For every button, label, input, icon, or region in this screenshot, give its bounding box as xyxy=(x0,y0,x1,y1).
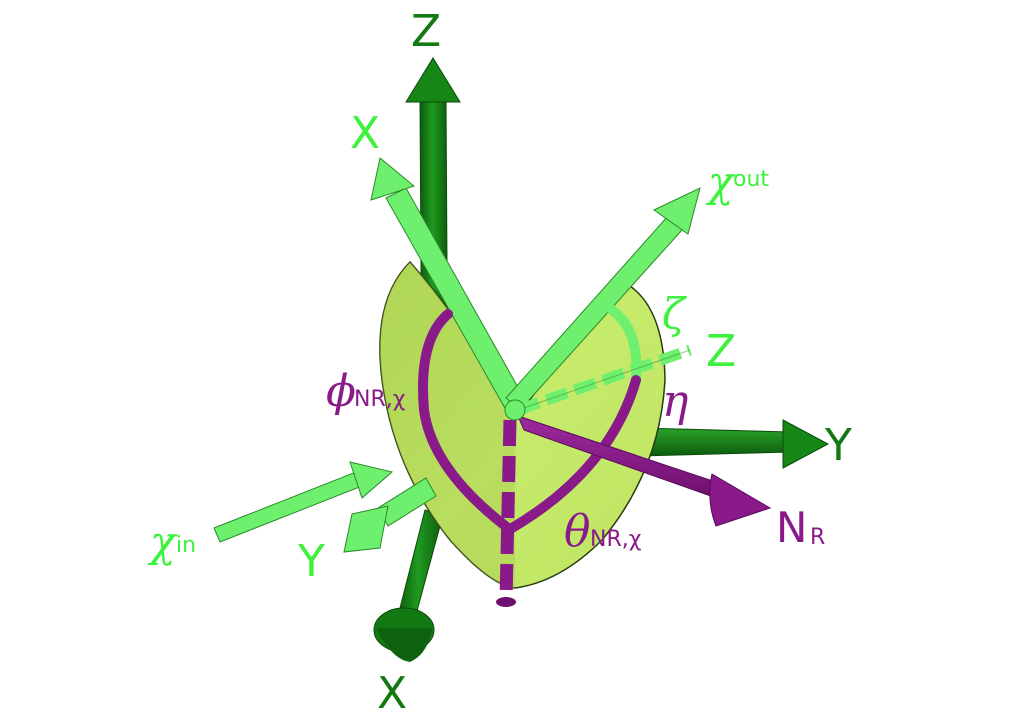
svg-text:N: N xyxy=(776,503,807,552)
svg-text:NR,χ: NR,χ xyxy=(354,387,406,412)
origin-node xyxy=(504,399,526,421)
global-x-axis xyxy=(373,509,444,662)
local-z-label: Z xyxy=(706,326,736,377)
svg-text:χ: χ xyxy=(705,157,736,206)
local-y-label: Y xyxy=(297,536,325,587)
svg-text:ϕ: ϕ xyxy=(326,366,356,417)
chi-out-label: χ out xyxy=(705,157,769,206)
chi-in-axis xyxy=(213,461,394,543)
theta-label: θ NR,χ xyxy=(564,506,642,557)
global-z-label: Z xyxy=(411,6,441,57)
local-y-axis xyxy=(343,477,437,553)
svg-text:χ: χ xyxy=(147,517,178,566)
zeta-label: ζ xyxy=(662,289,687,338)
eta-label: η xyxy=(662,376,688,427)
nr-label: N R xyxy=(776,503,825,552)
chi-out-axis xyxy=(505,187,701,411)
global-y-label: Y xyxy=(824,420,852,471)
nr-axis xyxy=(517,415,772,527)
local-z-axis xyxy=(516,344,692,416)
global-x-label: X xyxy=(377,668,407,719)
local-x-label: X xyxy=(350,108,380,159)
svg-text:R: R xyxy=(810,525,825,550)
svg-text:NR,χ: NR,χ xyxy=(590,527,642,552)
chi-in-label: χ in xyxy=(147,517,196,566)
theta-arc xyxy=(507,375,641,533)
phi-label: ϕ NR,χ xyxy=(326,366,406,417)
global-y-axis xyxy=(639,419,830,469)
surface-normal-dashed xyxy=(496,419,517,607)
svg-text:in: in xyxy=(176,533,196,558)
svg-text:out: out xyxy=(733,167,769,192)
svg-text:θ: θ xyxy=(564,506,591,557)
phi-arc xyxy=(418,309,513,533)
